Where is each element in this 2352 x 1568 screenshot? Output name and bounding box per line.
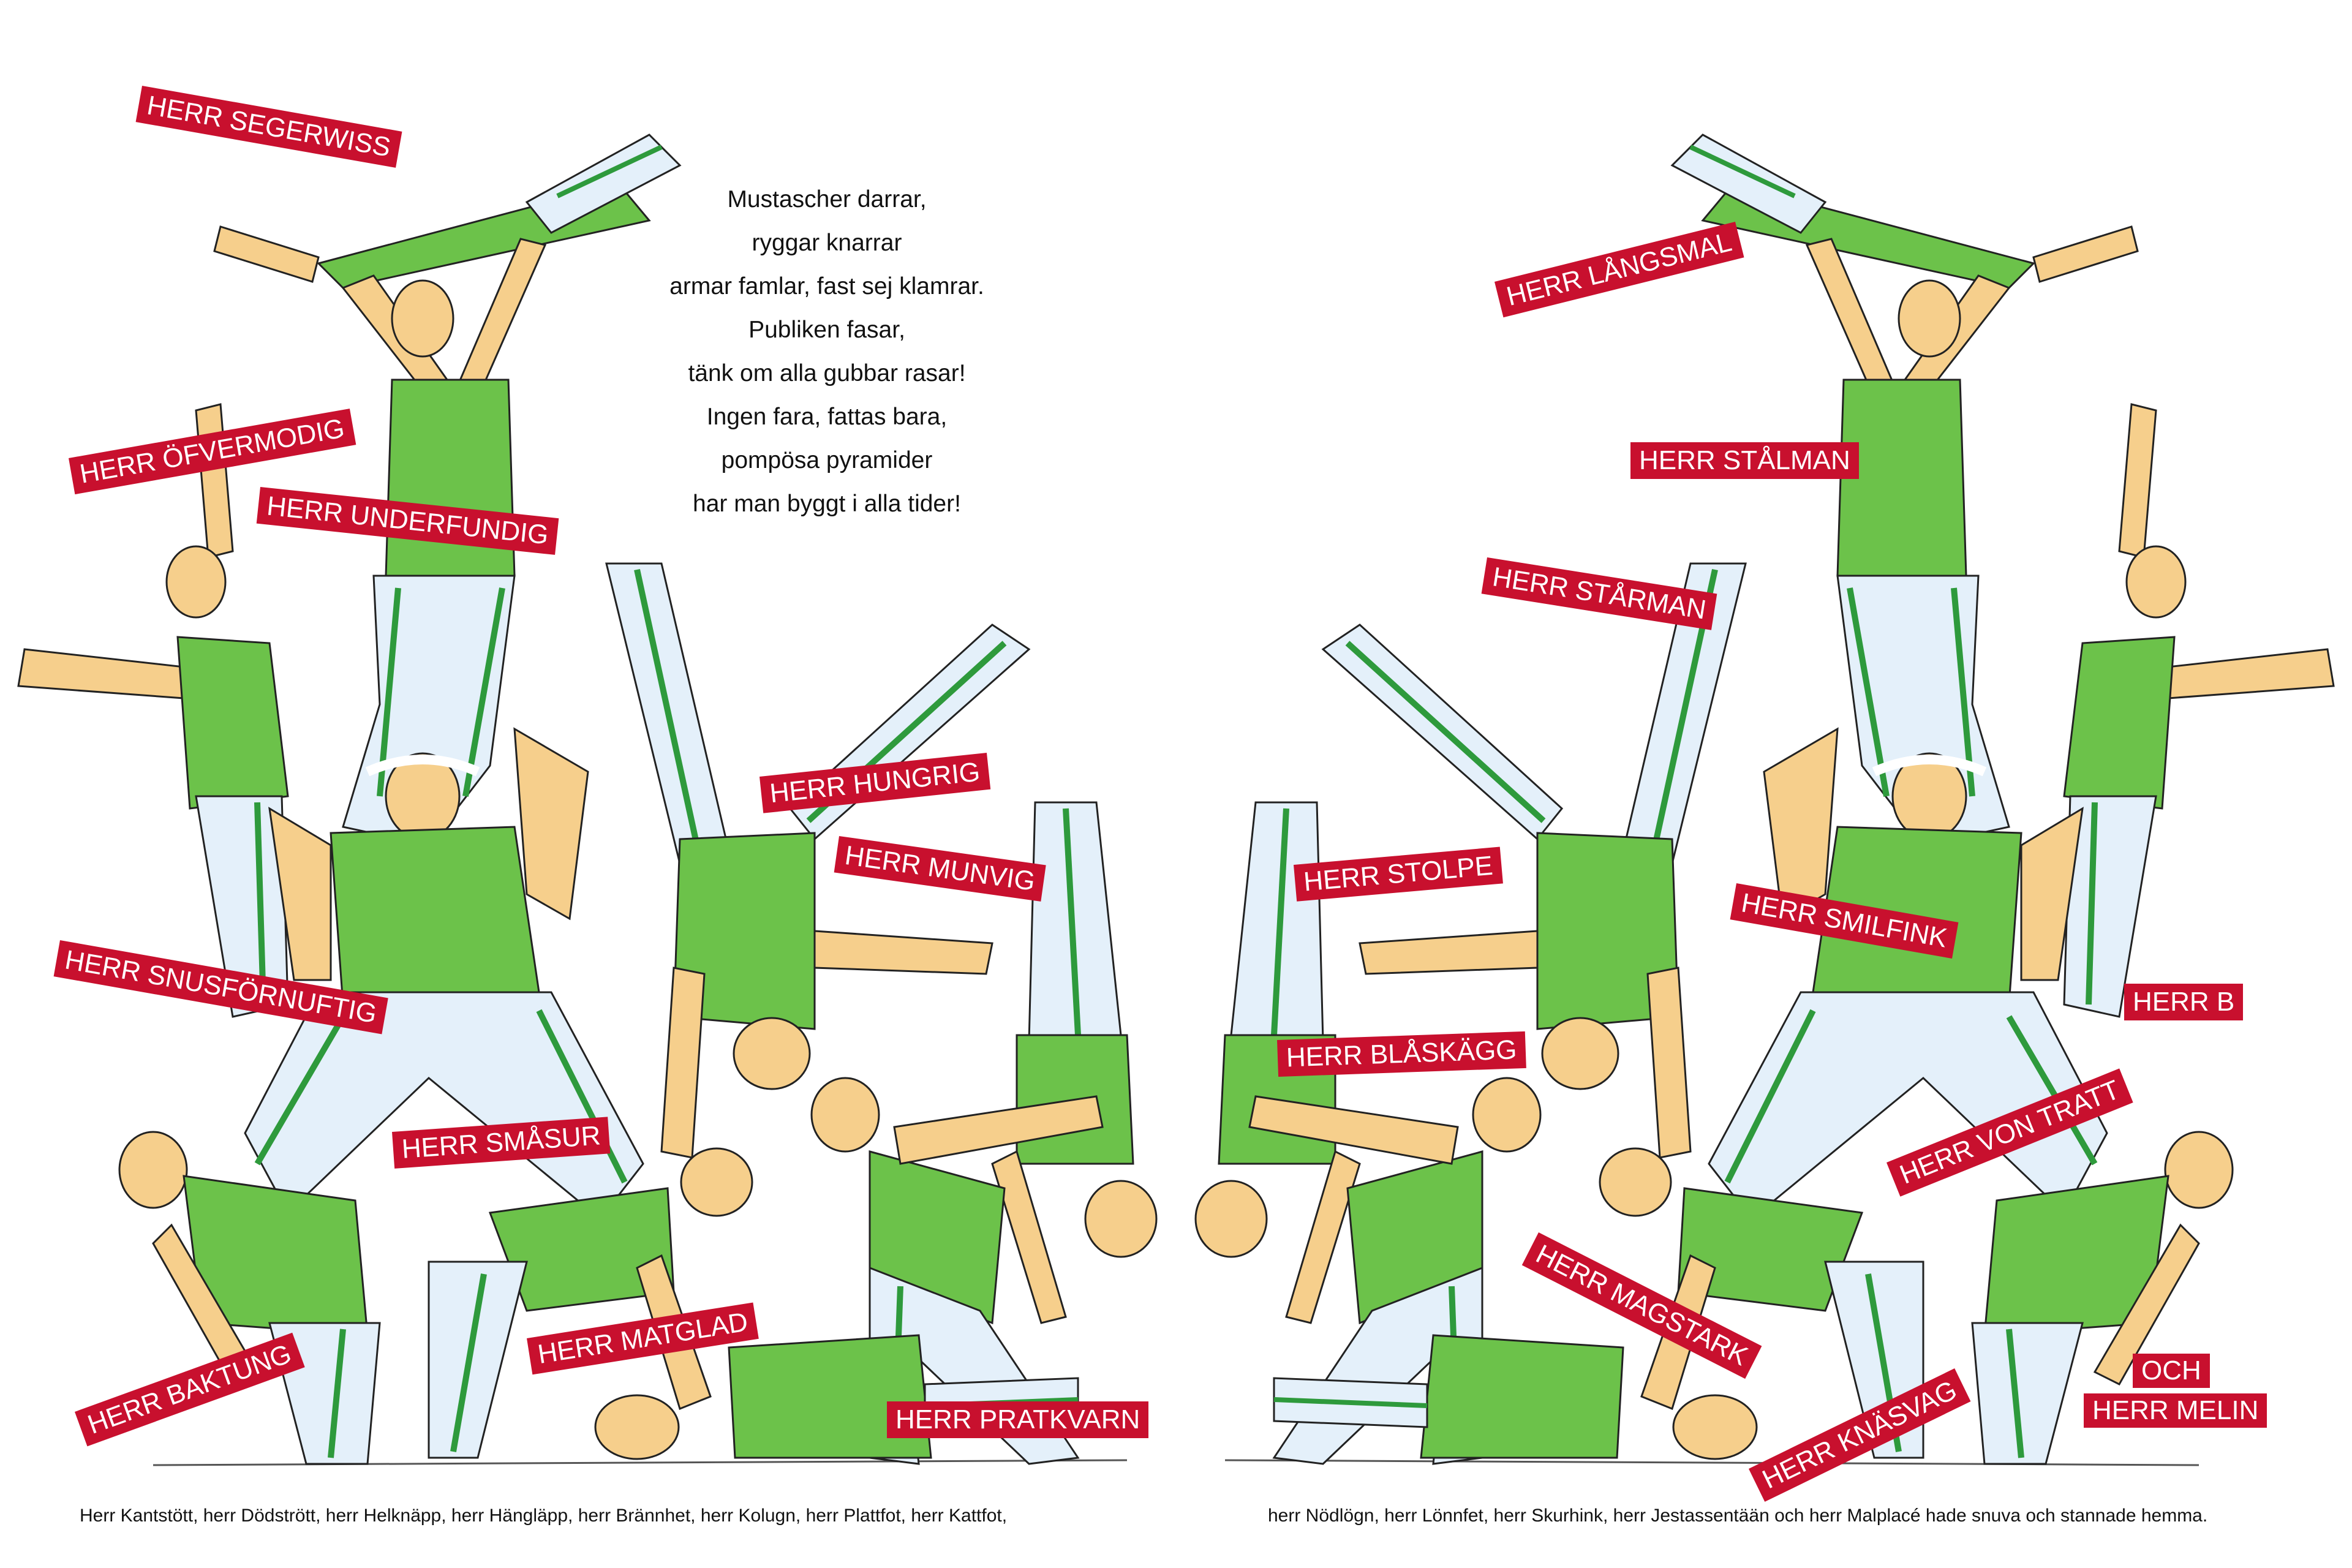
label-herr-stalman: HERR STÅLMAN [1630, 442, 1859, 479]
poem-line: Ingen fara, fattas bara, [706, 404, 948, 430]
caption-right: herr Nödlögn, herr Lönnfet, herr Skurhin… [1268, 1506, 2208, 1526]
label-herr-melin: HERR MELIN [2084, 1393, 2267, 1428]
poem-line: tänk om alla gubbar rasar! [688, 360, 966, 386]
poem-line: pompösa pyramider [721, 447, 933, 473]
label-herr-pratkvarn: HERR PRATKVARN [887, 1401, 1149, 1438]
poem-line: Publiken fasar, [748, 317, 905, 343]
caption-left: Herr Kantstött, herr Dödstrött, herr Hel… [80, 1506, 1008, 1526]
poem-line: har man byggt i alla tider! [693, 491, 961, 517]
poem-line: ryggar knarrar [752, 230, 902, 256]
poem-line: armar famlar, fast sej klamrar. [669, 273, 984, 300]
label-herr-b: HERR B [2124, 984, 2244, 1020]
poem: Mustascher darrar, ryggar knarrar armar … [588, 178, 1066, 526]
poem-line: Mustascher darrar, [727, 186, 927, 213]
label-och: OCH [2133, 1354, 2210, 1388]
right-acrobat-group [1196, 135, 2334, 1465]
